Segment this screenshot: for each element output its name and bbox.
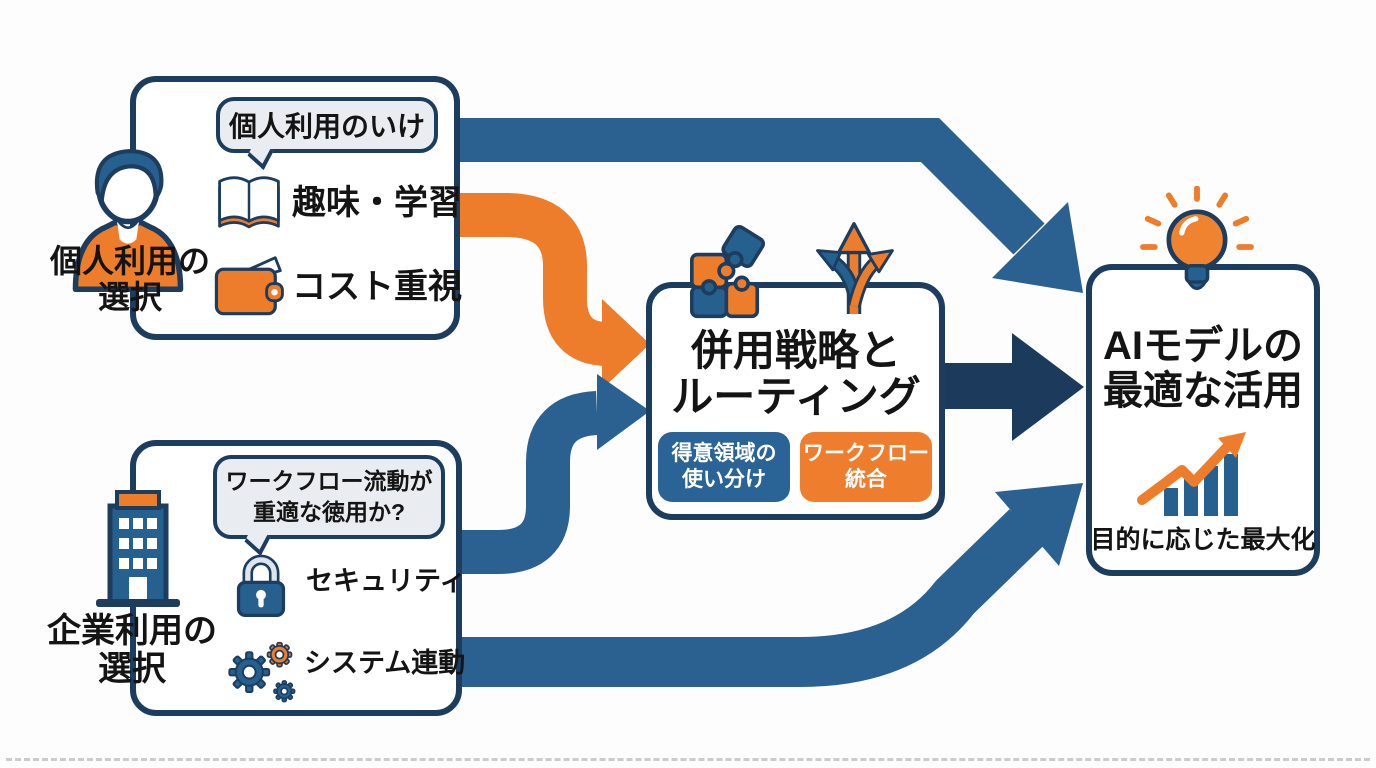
personal-box-label-line2: 選択	[97, 278, 162, 315]
strategy-badge-blue-line1: 得意領域の	[671, 441, 777, 465]
arrow-personal-to-strategy	[456, 193, 650, 389]
enterprise-item-label-1: セキュリティ	[306, 566, 467, 596]
personal-box-label-line1: 個人利用の	[49, 243, 210, 279]
goal-caption: 目的に応じた最大化	[1090, 526, 1316, 554]
growth-chart-icon	[1134, 420, 1262, 520]
personal-box-label: 個人利用の 選択	[30, 243, 230, 316]
goal-title-line2: 最適な活用	[1103, 368, 1303, 413]
personal-speech-bubble: 個人利用のいけ	[216, 97, 438, 153]
goal-title: AIモデルの 最適な活用	[1090, 324, 1316, 414]
enterprise-box-label: 企業利用の 選択	[32, 612, 232, 688]
arrow-enterprise-direct-to-goal	[456, 483, 1083, 687]
wallet-icon	[212, 252, 284, 318]
enterprise-box-label-line2: 選択	[98, 650, 166, 689]
strategy-badge-orange-line2: 統合	[845, 468, 887, 491]
gears-icon	[222, 626, 302, 704]
personal-item-label-1: 趣味・学習	[292, 184, 462, 222]
strategy-badge-orange-line1: ワークフロー	[803, 441, 929, 465]
lightbulb-icon	[1138, 186, 1256, 308]
person-icon	[58, 140, 198, 292]
strategy-title: 併用戦略と ルーティング	[656, 327, 936, 421]
branch-arrows-icon	[806, 214, 902, 316]
lock-icon	[228, 548, 294, 618]
bottom-dashed-line	[6, 758, 1370, 761]
enterprise-speech-bubble: ワークフロー流動が 重適な徳用か?	[213, 455, 445, 539]
book-icon	[214, 170, 284, 232]
enterprise-bubble-line2: 重適な徳用か?	[252, 499, 406, 525]
arrow-strategy-to-goal	[943, 333, 1084, 441]
strategy-title-line2: ルーティング	[671, 373, 921, 421]
goal-box	[1086, 264, 1320, 576]
strategy-badge-orange: ワークフロー 統合	[800, 432, 932, 502]
personal-bubble-text: 個人利用のいけ	[228, 111, 425, 142]
arrow-enterprise-to-strategy	[456, 374, 650, 574]
enterprise-item-label-2: システム連動	[304, 648, 466, 678]
personal-item-label-2: コスト重視	[292, 268, 462, 306]
goal-title-line1: AIモデルの	[1103, 324, 1303, 368]
strategy-badge-blue-line2: 使い分け	[682, 468, 766, 491]
strategy-badge-blue: 得意領域の 使い分け	[658, 432, 790, 502]
enterprise-bubble-line1: ワークフロー流動が	[225, 467, 433, 494]
puzzle-icon	[684, 220, 776, 320]
strategy-title-line1: 併用戦略と	[690, 327, 901, 374]
enterprise-box-label-line1: 企業利用の	[47, 612, 217, 650]
building-icon	[88, 484, 188, 610]
arrow-personal-direct-to-goal	[456, 118, 1083, 293]
